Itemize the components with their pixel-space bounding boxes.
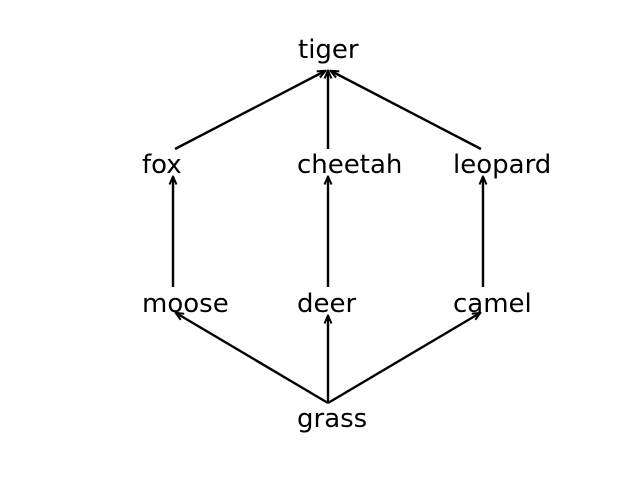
edge-grass-camel	[327, 313, 480, 405]
edge-leopard-tiger	[331, 71, 482, 151]
node-camel: camel	[453, 289, 532, 319]
edge-fox-tiger	[174, 71, 325, 151]
node-cheetah: cheetah	[297, 150, 402, 180]
node-grass: grass	[297, 404, 367, 434]
node-moose: moose	[142, 289, 229, 319]
edge-grass-moose	[176, 313, 329, 405]
nodes-layer: tiger fox cheetah leopard moose deer cam…	[142, 35, 551, 434]
node-deer: deer	[297, 289, 356, 319]
node-fox: fox	[142, 150, 182, 180]
node-leopard: leopard	[453, 150, 551, 180]
edges-layer	[173, 71, 483, 405]
node-tiger: tiger	[298, 35, 359, 65]
